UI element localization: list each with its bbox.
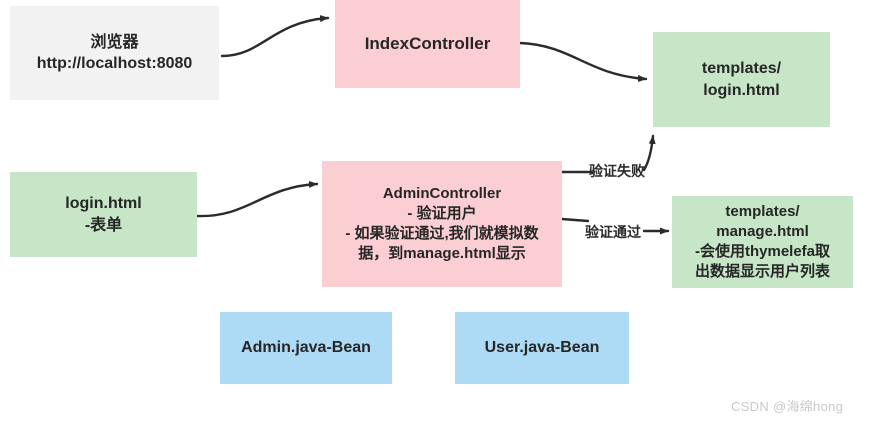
edge-admin-to-manage-template	[560, 217, 590, 223]
node-browser[interactable]: 浏览器 http://localhost:8080	[10, 6, 219, 100]
edge-label-validation-passed: 验证通过	[585, 222, 641, 242]
node-admin-bean-label: Admin.java-Bean	[241, 339, 371, 357]
edge-browser-to-index	[220, 15, 330, 58]
node-admin-controller[interactable]: AdminController - 验证用户 - 如果验证通过,我们就模拟数 据…	[322, 161, 562, 287]
node-login-html-form[interactable]: login.html -表单	[10, 172, 197, 257]
edge-index-to-login-template	[518, 41, 648, 82]
edge-label-validation-passed-text: 验证通过	[585, 224, 641, 240]
node-admin-controller-label: AdminController - 验证用户 - 如果验证通过,我们就模拟数 据…	[345, 185, 539, 262]
node-login-html-form-label: login.html -表单	[65, 195, 142, 234]
edge-label-validation-failed: 验证失败	[589, 161, 645, 181]
node-index-controller-label: IndexController	[364, 33, 491, 53]
node-admin-bean[interactable]: Admin.java-Bean	[220, 312, 392, 384]
node-templates-login-label: templates/ login.html	[701, 60, 782, 99]
edge-label-validation-failed-text: 验证失败	[589, 163, 645, 179]
node-templates-login[interactable]: templates/ login.html	[653, 32, 830, 127]
node-index-controller[interactable]: IndexController	[335, 0, 520, 88]
node-user-bean[interactable]: User.java-Bean	[455, 312, 629, 384]
csdn-watermark-text: CSDN @海绵hong	[731, 399, 844, 414]
csdn-watermark: CSDN @海绵hong	[731, 396, 843, 415]
node-browser-label: 浏览器 http://localhost:8080	[36, 33, 193, 72]
node-templates-manage-label: templates/ manage.html -会使用thymelefa取 出数…	[694, 203, 831, 280]
node-templates-manage[interactable]: templates/ manage.html -会使用thymelefa取 出数…	[672, 196, 853, 288]
edge-loginform-to-admin	[194, 180, 319, 218]
node-user-bean-label: User.java-Bean	[484, 339, 600, 357]
edge-admin-to-login-template-curve	[642, 134, 656, 172]
